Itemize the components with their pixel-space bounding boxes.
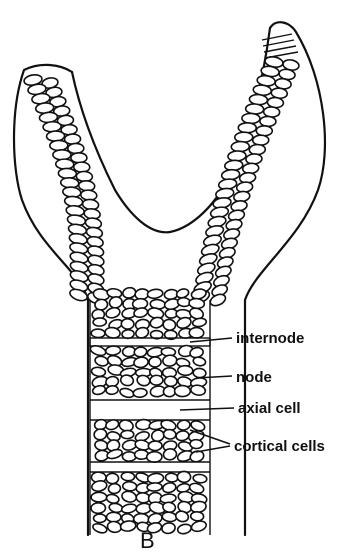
cortical-cell [190,520,207,533]
cortical-cell [121,318,134,329]
cortical-cell [91,329,105,338]
leader-axial-cell [180,408,234,410]
cortical-cell [161,522,176,535]
label-axial-cell: axial cell [238,400,301,417]
cortical-cell [190,439,203,448]
cortical-cell [121,503,137,514]
panel-letter: B [140,528,155,553]
cortical-cell [150,375,163,385]
cortical-cell [122,481,137,491]
label-node: node [236,369,272,386]
cortical-cell [106,473,118,483]
cortical-cell [162,511,177,522]
cortical-cell [193,474,208,484]
left-cell [71,153,87,163]
cortical-cell [147,451,163,462]
left-cell [50,140,68,150]
cortical-cell [175,386,191,397]
cortical-cell [122,286,137,299]
cortical-cell [121,490,138,503]
label-internode: internode [236,330,304,347]
cortical-cell [105,345,120,355]
cortical-cell [163,448,177,460]
cortical-cell [121,430,134,439]
cortical-cell [147,482,162,491]
cortical-cell [149,316,164,329]
cortical-cell [134,346,148,357]
cortical-cell [94,355,109,367]
cortical-cell [91,492,107,502]
cortical-cell [106,493,120,504]
cortical-cell [163,429,177,440]
cortical-cell [177,523,192,535]
left-cell [74,162,90,172]
right-cell [260,116,276,126]
cortical-cell [175,430,189,442]
cortical-cell [162,318,176,331]
cortical-cell [106,385,119,395]
cortical-cell [107,520,123,533]
label-cortical-cells: cortical cells [234,438,325,455]
cortical-cell [91,503,106,514]
cortical-cell [106,512,120,522]
cortical-cell [189,327,204,338]
left-cell [46,131,64,142]
cortical-cell [120,520,137,532]
cortical-cell [149,357,162,367]
cortical-cell [93,428,107,440]
node-cortical-cells-3 [91,471,208,535]
right-cell [249,144,265,155]
cortical-cell [192,356,206,367]
cortical-cell [162,482,177,494]
cortical-cell [162,354,177,367]
cortical-cell [190,511,204,521]
cortical-cell [147,288,163,299]
cortical-cell [108,483,121,494]
cortical-cell [165,473,178,483]
right-branch-cells [191,56,300,308]
cortical-cell [189,298,205,309]
cortical-cell [91,366,106,377]
cortical-cell [148,441,162,451]
left-branch-cells [23,74,105,306]
main-axis [89,286,210,535]
node-cortical-cells-1 [89,344,207,399]
junction-cortical-cells [91,286,207,339]
cortical-cell [105,306,121,319]
right-cell [242,113,260,123]
right-cell [235,132,253,142]
cortical-cell [164,376,177,387]
cortical-cell [178,365,193,375]
cortical-cell [133,388,148,398]
left-cell [53,150,71,160]
cortical-cell [193,368,207,378]
node-cortical-cells-2 [93,418,206,463]
cortical-cell [92,522,108,534]
cortical-cell [121,472,135,481]
cortical-cell [177,471,191,482]
cortical-cell [93,318,107,327]
cortical-cell [122,452,136,461]
right-cell [253,135,269,145]
cortical-cell [177,419,191,431]
right-cell [256,126,272,136]
right-cell [238,123,256,133]
cortical-cell [93,514,106,523]
